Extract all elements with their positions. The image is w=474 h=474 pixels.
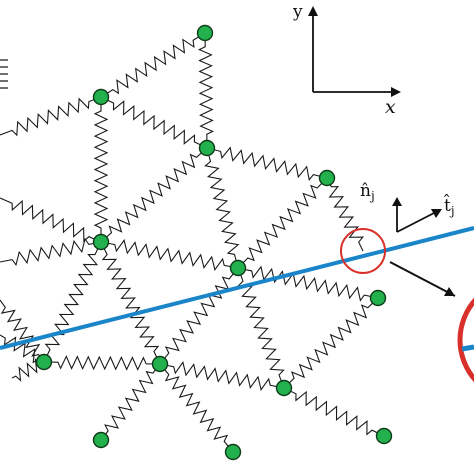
spring: [206, 146, 328, 181]
spring: [93, 97, 109, 242]
node: [375, 427, 393, 445]
local-frame: n̂j t̂j: [360, 181, 455, 233]
node: [198, 139, 216, 157]
y-axis-label: y: [292, 2, 303, 22]
spring: [197, 32, 215, 149]
spring: [283, 387, 385, 437]
spring: [204, 147, 240, 269]
spring: [100, 363, 161, 441]
tangent-arrow: [396, 211, 437, 233]
node: [92, 88, 110, 106]
node: [275, 379, 293, 397]
node: [318, 169, 336, 187]
spring: [100, 96, 208, 149]
spring: [0, 96, 102, 137]
zoom-interface-line: [461, 344, 474, 352]
x-axis-label: x: [385, 96, 396, 118]
interface-line: [0, 226, 474, 350]
spring: [100, 241, 161, 365]
zoom-circle: [457, 297, 474, 383]
zoom-inset: [457, 297, 474, 383]
springs-layer: [0, 32, 385, 453]
spring: [100, 32, 206, 98]
normal-arrowhead: [392, 197, 402, 206]
y-axis-arrowhead: [308, 6, 318, 16]
spring: [100, 147, 208, 243]
node: [369, 289, 387, 307]
spring: [283, 297, 379, 389]
spring: [237, 267, 285, 389]
spring: [0, 299, 45, 363]
node: [92, 233, 110, 251]
spring: [159, 360, 285, 392]
spring: [159, 363, 234, 453]
nodes-layer: [35, 24, 393, 461]
spring: [237, 177, 328, 269]
zoom-arrow: [389, 261, 456, 297]
normal-label: n̂j: [360, 181, 375, 203]
node: [151, 355, 169, 373]
global-axes: y x: [292, 2, 401, 118]
x-axis-arrowhead: [391, 87, 401, 97]
spring: [159, 267, 239, 365]
tangent-label: t̂j: [444, 194, 455, 218]
node: [224, 443, 242, 461]
highlight-circle: [340, 228, 386, 274]
zoom-arrowhead: [444, 287, 455, 296]
spring: [0, 237, 102, 267]
spring: [0, 197, 102, 243]
node: [92, 431, 110, 449]
node: [35, 353, 53, 371]
node: [196, 24, 214, 42]
node: [229, 259, 247, 277]
spring: [43, 355, 161, 371]
spring: [100, 239, 239, 271]
spring: [43, 241, 102, 363]
spring: [326, 177, 364, 252]
tangent-arrowhead: [431, 209, 442, 218]
